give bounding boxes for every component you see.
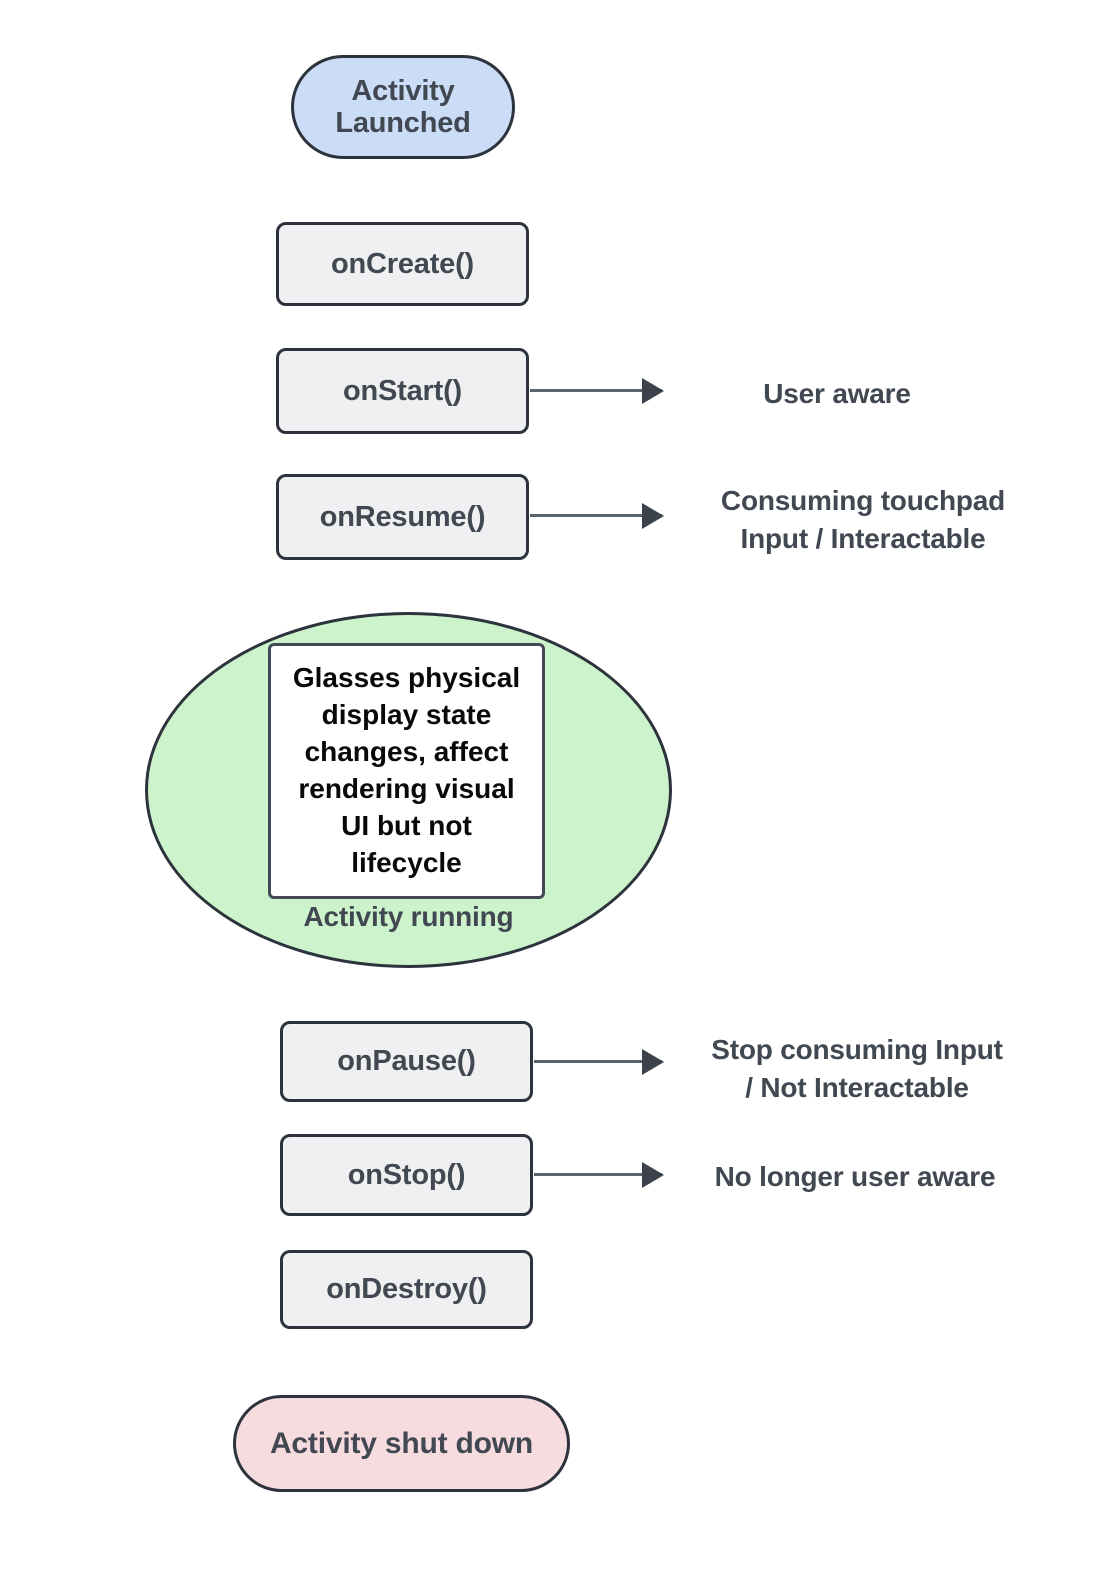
annotation-stop-consuming-input: Stop consuming Input / Not Interactable xyxy=(711,1034,1003,1103)
note-glasses-display-state: Glasses physical display state changes, … xyxy=(268,643,545,899)
arrow-onstop-to-no-longer-user-aware xyxy=(534,1173,662,1176)
annotation-no-longer-user-aware: No longer user aware xyxy=(714,1161,996,1192)
arrow-onpause-to-stop-consuming-input xyxy=(534,1060,662,1063)
arrow-onresume-to-consuming-input xyxy=(530,514,662,517)
node-activity-shut-down[interactable]: Activity shut down xyxy=(233,1395,570,1492)
node-oncreate[interactable]: onCreate() xyxy=(276,222,529,306)
activity-running-label: Activity running xyxy=(303,901,514,932)
node-ondestroy[interactable]: onDestroy() xyxy=(280,1250,533,1329)
annotation-user-aware: User aware xyxy=(763,378,911,409)
node-onpause[interactable]: onPause() xyxy=(280,1021,533,1102)
node-onstart[interactable]: onStart() xyxy=(276,348,529,434)
node-activity-launched[interactable]: Activity Launched xyxy=(291,55,515,159)
annotation-consuming-touchpad-input: Consuming touchpad Input / Interactable xyxy=(720,485,1006,554)
arrow-onstart-to-user-aware xyxy=(530,389,662,392)
node-onresume[interactable]: onResume() xyxy=(276,474,529,560)
node-onstop[interactable]: onStop() xyxy=(280,1134,533,1216)
